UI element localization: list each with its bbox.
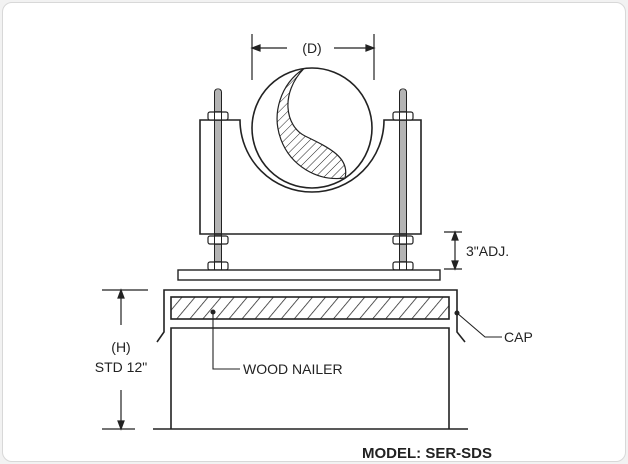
height-dimension [102,288,148,431]
pipe-saddle [199,119,422,235]
adjust-dimension [444,230,462,271]
height-label: (H) [111,339,130,355]
cap-label: CAP [504,329,533,345]
wood-nailer-label: WOOD NAILER [243,361,343,377]
model-label: MODEL: SER-SDS [362,445,492,462]
adjust-label: 3"ADJ. [466,243,509,259]
roof-curb [170,327,450,429]
curb-cap [156,289,466,343]
diameter-label: (D) [302,40,321,56]
diameter-dimension [250,34,376,80]
height-std-label: STD 12" [95,359,147,375]
wood-nailer-leader [210,309,240,370]
pipe-cross-section [251,67,373,189]
base-plate [177,269,441,281]
wood-nailer [170,296,450,320]
cap-leader [454,310,502,338]
